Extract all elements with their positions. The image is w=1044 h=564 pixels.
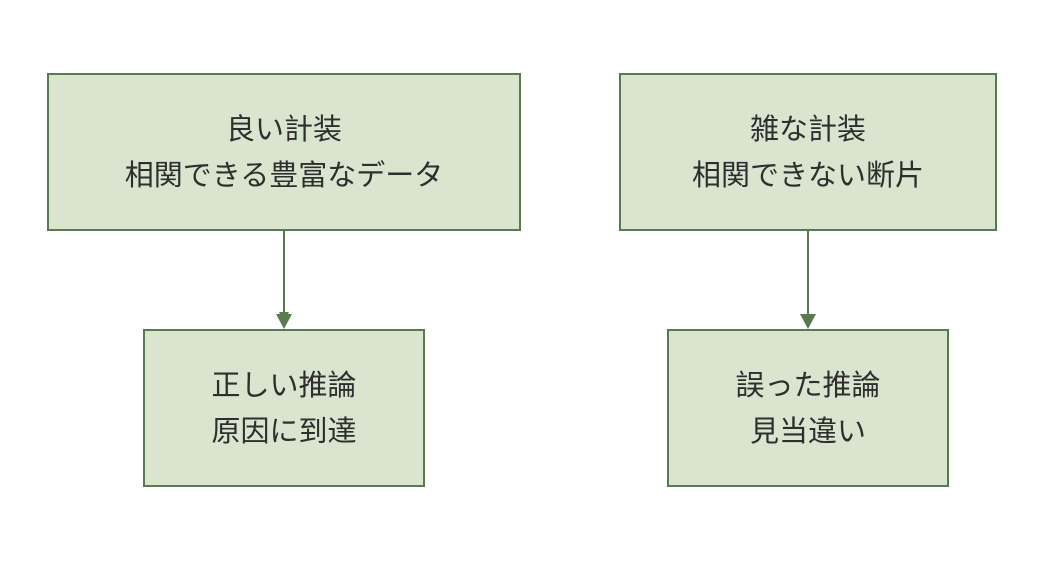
- node-sloppy-instrumentation-title: 雑な計装: [749, 112, 866, 146]
- arrowhead-sloppy-to-wrong: [800, 314, 816, 329]
- node-sloppy-instrumentation-detail: 相関できない断片: [691, 158, 924, 192]
- node-correct-reasoning-detail: 原因に到達: [211, 414, 357, 448]
- node-correct-reasoning: 正しい推論 原因に到達: [143, 329, 425, 487]
- arrowhead-good-to-correct: [276, 314, 292, 329]
- node-wrong-reasoning-title: 誤った推論: [735, 368, 881, 402]
- node-good-instrumentation-title: 良い計装: [225, 112, 342, 146]
- node-sloppy-instrumentation: 雑な計装 相関できない断片: [619, 73, 997, 231]
- node-good-instrumentation: 良い計装 相関できる豊富なデータ: [47, 73, 521, 231]
- node-good-instrumentation-detail: 相関できる豊富なデータ: [124, 158, 444, 192]
- node-wrong-reasoning-detail: 見当違い: [749, 414, 866, 448]
- node-correct-reasoning-title: 正しい推論: [211, 368, 357, 402]
- node-wrong-reasoning: 誤った推論 見当違い: [667, 329, 949, 487]
